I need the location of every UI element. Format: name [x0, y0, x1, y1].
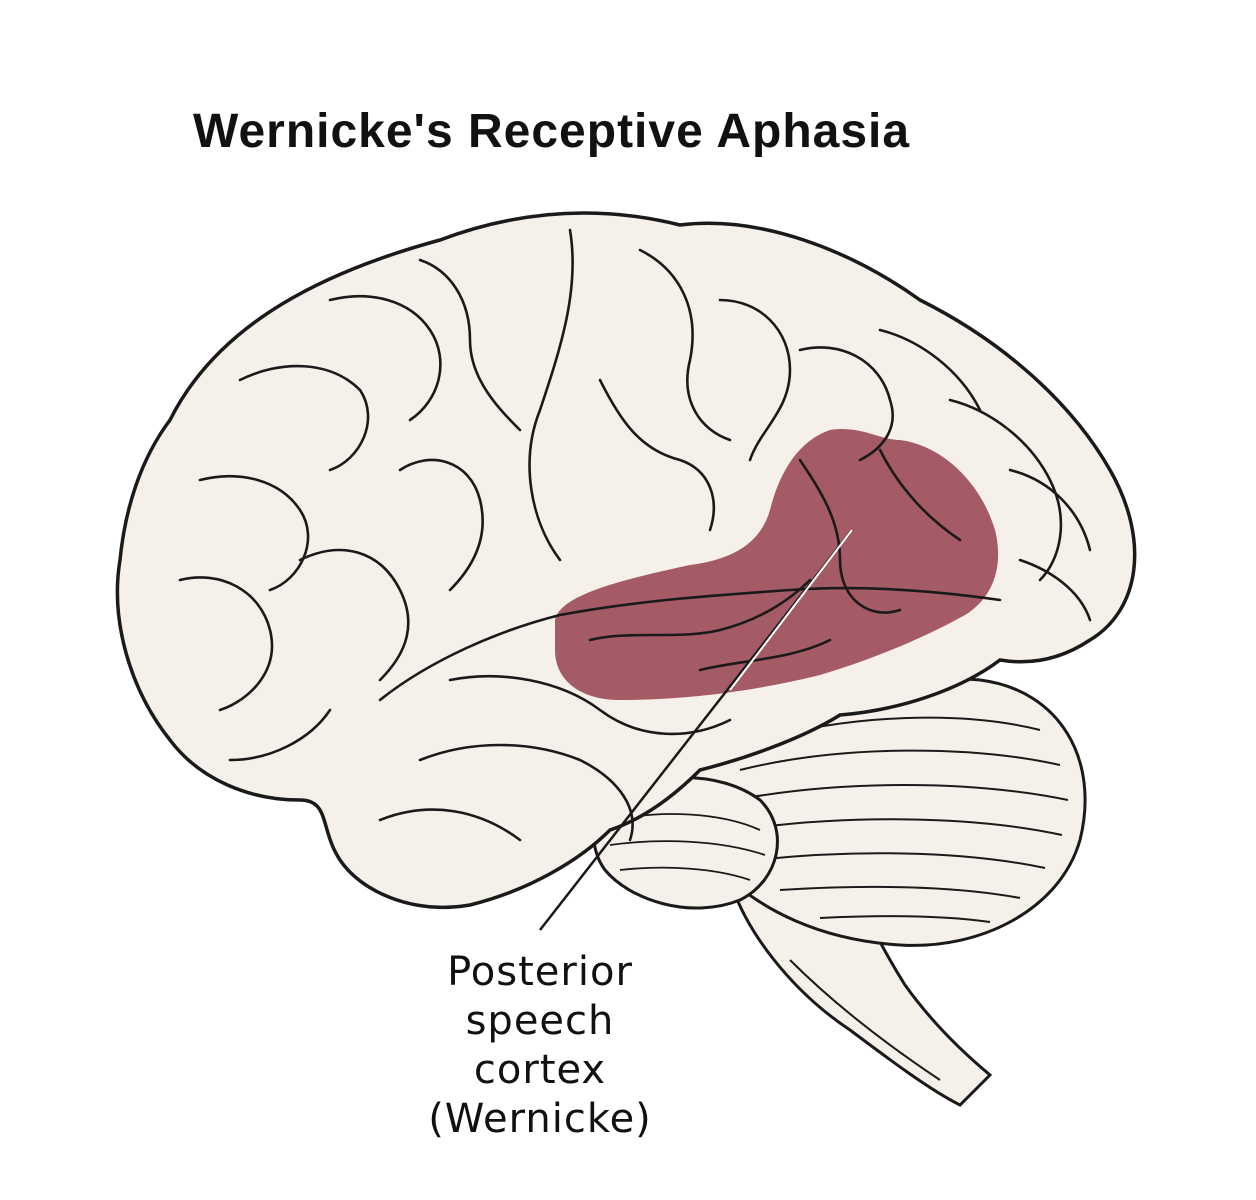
label-line-3: cortex	[473, 1047, 607, 1093]
cortex-folds	[178, 228, 1092, 842]
cerebrum	[115, 211, 1137, 909]
wernicke-area-highlight	[555, 428, 999, 700]
label-line-1: Posterior	[447, 949, 633, 995]
wernicke-label: Posterior speech cortex (Wernicke)	[340, 948, 740, 1144]
diagram-title: Wernicke's Receptive Aphasia	[193, 105, 911, 158]
label-line-4: (Wernicke)	[428, 1096, 652, 1142]
brain-stem	[728, 868, 993, 1107]
label-line-2: speech	[465, 998, 615, 1044]
